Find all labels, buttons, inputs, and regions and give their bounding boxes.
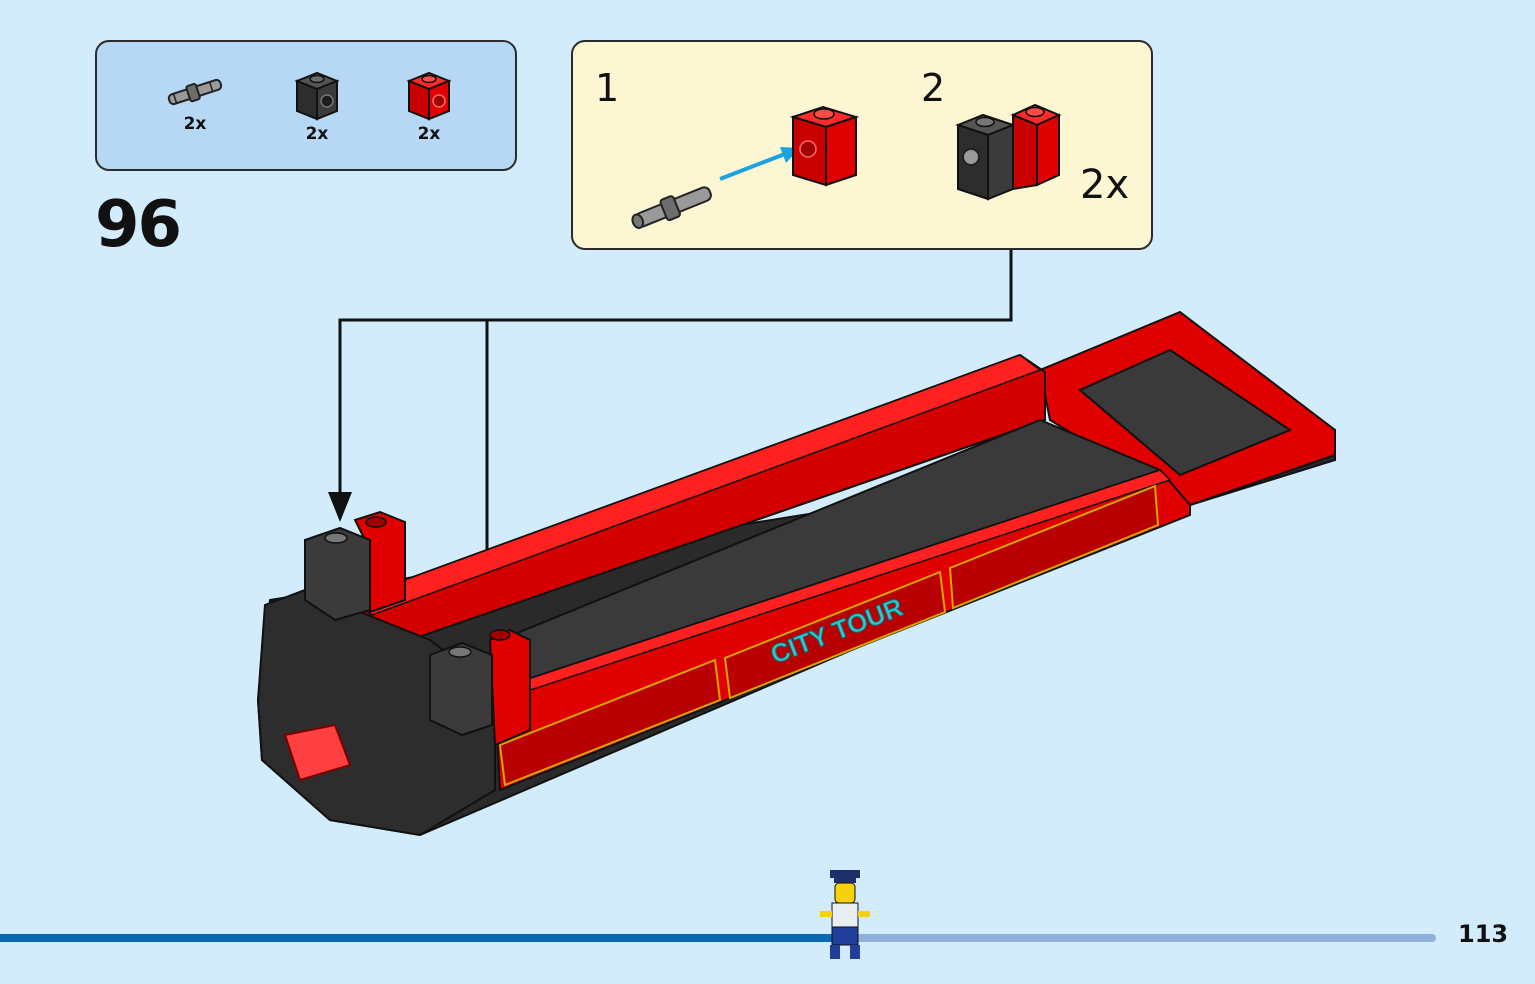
step-number: 96: [95, 188, 182, 262]
rear-deck-plate: [1078, 348, 1293, 477]
sticker-panel: [723, 570, 947, 700]
sub-step-2-illustration: [955, 103, 1062, 201]
sub-step-1-label: 1: [595, 66, 620, 110]
pin-icon: [631, 186, 712, 229]
placed-black-technic-brick: [429, 641, 493, 737]
sticker-panel: [498, 658, 722, 787]
placement-arrow-1: [328, 492, 352, 522]
sub-assembly-multiplier: 2x: [1080, 162, 1130, 208]
parts-list-item: 2x: [155, 67, 235, 157]
part-quantity: 2x: [417, 124, 441, 144]
part-quantity: 2x: [305, 124, 329, 144]
sub-assembly-box: 1 2 2x: [571, 40, 1153, 250]
sub-step-1-illustration: [631, 105, 860, 229]
minifigure-icon: [820, 870, 870, 959]
bus-headlight: [283, 723, 352, 782]
placed-black-technic-brick: [304, 526, 371, 622]
parts-list-item: 2x: [277, 67, 357, 157]
parts-list-item: 2x: [389, 67, 469, 157]
part-quantity: 2x: [183, 114, 207, 134]
sticker-panel: [948, 484, 1160, 610]
red-technic-brick-icon: [406, 71, 452, 121]
parts-list-box: 2x 2x 2x: [95, 40, 517, 171]
pin-icon: [167, 78, 223, 106]
sub-step-2-label: 2: [921, 66, 946, 110]
page-number: 113: [1458, 920, 1509, 948]
black-technic-brick-icon: [294, 71, 340, 121]
